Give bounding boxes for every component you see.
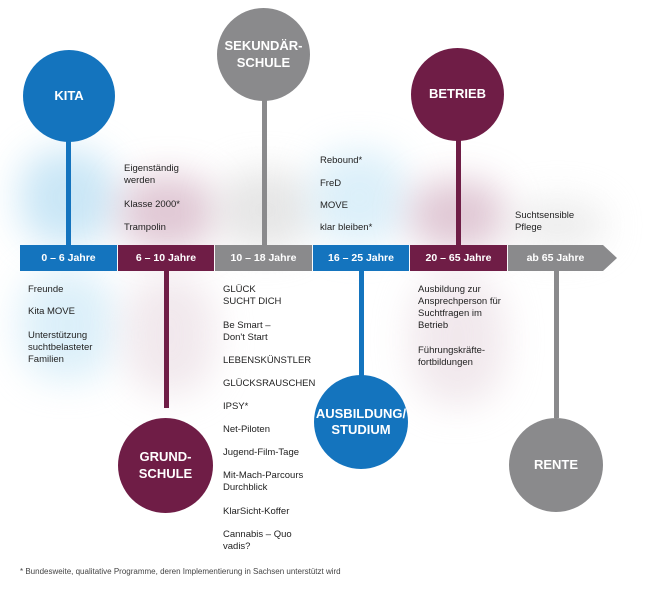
list-item: Mit-Mach-Parcours Durchblick — [223, 470, 304, 493]
list-item: Cannabis – Quo vadis? — [223, 529, 292, 552]
list-item: Freunde — [28, 284, 64, 295]
footnote: * Bundesweite, qualitative Programme, de… — [20, 567, 341, 576]
timeline-segment-kita: 0 – 6 Jahre — [20, 245, 117, 271]
list-item: Net-Piloten — [223, 424, 270, 435]
rente-circle: RENTE — [509, 418, 603, 512]
sekundar-circle: SEKUNDÄR- SCHULE — [217, 8, 310, 101]
list-item: Eigenständig werden — [124, 163, 179, 186]
list-item: Kita MOVE — [28, 306, 75, 317]
list-item: klar bleiben* — [320, 222, 373, 233]
kita-label: KITA — [54, 87, 84, 103]
grundschule-stem — [164, 268, 169, 408]
list-item: GLÜCKSRAUSCHEN — [223, 378, 316, 389]
timeline-segment-rente: ab 65 Jahre — [508, 245, 603, 271]
grundschule-label-1: GRUND- — [139, 449, 192, 465]
timeline-label: 20 – 65 Jahre — [425, 252, 492, 264]
glow-grundschule — [120, 175, 215, 250]
glow-betrieb-lower — [410, 275, 505, 405]
list-item: Klasse 2000* — [124, 199, 180, 210]
ausbildung-circle: AUSBILDUNG/ STUDIUM — [314, 375, 408, 469]
list-item: KlarSicht-Koffer — [223, 506, 290, 517]
ausbildung-stem — [359, 268, 364, 378]
timeline-label: 0 – 6 Jahre — [41, 252, 96, 264]
list-item: FreD — [320, 178, 342, 189]
rente-stem — [554, 268, 559, 418]
grundschule-label-2: SCHULE — [138, 465, 193, 481]
glow-kita-lower — [20, 270, 115, 380]
list-item: Rebound* — [320, 155, 363, 166]
timeline-segment-sekundar: 10 – 18 Jahre — [215, 245, 312, 271]
list-item: Ausbildung zur Ansprechperson für Suchtf… — [418, 284, 501, 331]
timeline-segment-betrieb: 20 – 65 Jahre — [410, 245, 507, 271]
list-item: GLÜCK SUCHT DICH — [223, 284, 282, 307]
glow-grundschule-lower — [125, 275, 215, 395]
timeline-label: 6 – 10 Jahre — [135, 252, 197, 264]
timeline-arrow — [603, 245, 617, 271]
timeline-label: ab 65 Jahre — [526, 252, 585, 264]
betrieb-circle: BETRIEB — [411, 48, 504, 141]
list-item: IPSY* — [223, 401, 249, 412]
ausbildung-label-1: AUSBILDUNG/ — [315, 405, 407, 421]
list-item: Be Smart – Don't Start — [223, 320, 271, 343]
timeline-label: 10 – 18 Jahre — [230, 252, 297, 264]
list-item: Trampolin — [124, 222, 166, 233]
sekundar-label-2: SCHULE — [236, 54, 291, 70]
sekundar-stem — [262, 90, 267, 248]
list-item: Jugend-Film-Tage — [223, 447, 300, 458]
betrieb-label: BETRIEB — [428, 86, 487, 102]
list-item: Suchtsensible Pflege — [515, 210, 575, 233]
timeline-segment-ausbildung: 16 – 25 Jahre — [313, 245, 409, 271]
list-item: Führungskräfte-fortbildungen — [418, 345, 486, 368]
kita-stem — [66, 130, 71, 248]
timeline-segment-grundschule: 6 – 10 Jahre — [118, 245, 214, 271]
kita-circle: KITA — [23, 50, 115, 142]
list-item: LEBENSKÜNSTLER — [223, 355, 312, 366]
list-item: Unterstützung suchtbelasteter Familien — [28, 330, 93, 365]
list-item: MOVE — [320, 200, 348, 211]
grundschule-circle: GRUND- SCHULE — [118, 418, 213, 513]
ausbildung-label-2: STUDIUM — [331, 422, 391, 437]
sekundar-label-1: SEKUNDÄR- — [224, 38, 303, 54]
glow-rente — [510, 200, 605, 250]
rente-label: RENTE — [533, 456, 579, 472]
glow-ausbildung — [312, 150, 407, 245]
betrieb-stem — [456, 130, 461, 248]
timeline-label: 16 – 25 Jahre — [328, 252, 394, 264]
